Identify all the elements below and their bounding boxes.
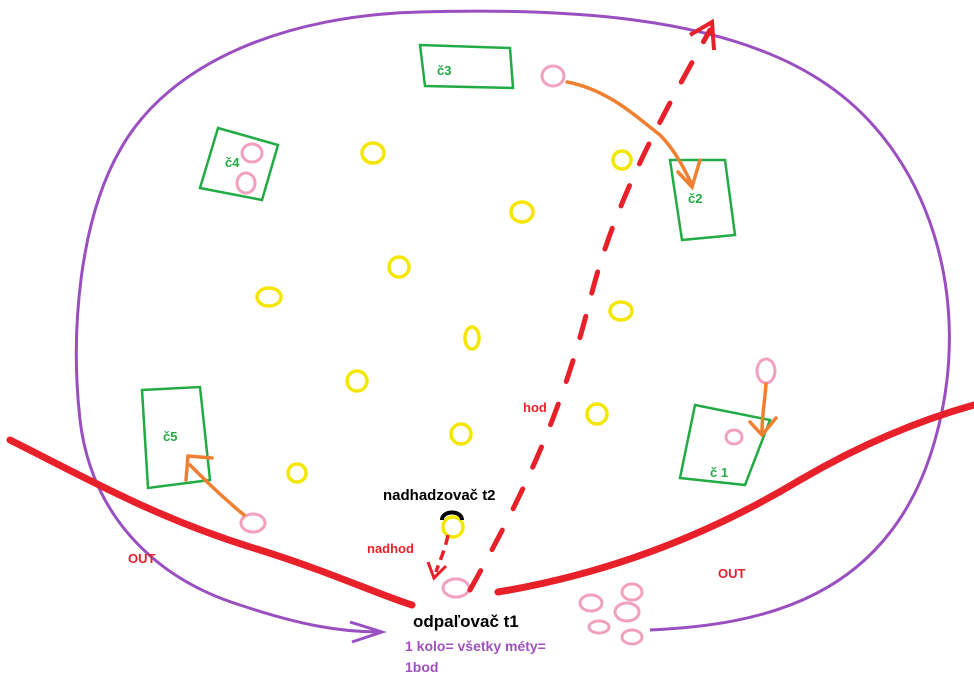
pitcher-marker — [440, 510, 464, 521]
fielder — [286, 462, 308, 484]
run-arrow-3-to-2 — [565, 80, 694, 187]
pitch-path — [434, 534, 450, 573]
runner — [578, 593, 604, 613]
base-3 — [418, 43, 515, 90]
run-arrow-to-5-head — [184, 454, 214, 482]
runner — [240, 142, 264, 164]
run-arrows — [184, 80, 778, 517]
runner — [239, 512, 267, 534]
rule-line-2: 1bod — [405, 659, 438, 675]
base-1 — [678, 403, 772, 487]
fielders — [255, 141, 634, 539]
rule-line-1: 1 kolo= všetky méty= — [405, 638, 546, 654]
field-outline-arrowhead — [349, 620, 387, 644]
out-right-label: OUT — [718, 566, 746, 581]
runner — [755, 357, 777, 385]
base-5 — [140, 385, 212, 490]
throw-label: hod — [523, 400, 547, 415]
pitch-label: nadhod — [367, 541, 414, 556]
fielder — [509, 200, 535, 224]
pitch-path-arrowhead — [426, 561, 448, 581]
runner — [587, 619, 611, 635]
foul-line-left — [6, 436, 416, 609]
fielder — [463, 325, 481, 351]
fielder — [387, 255, 411, 279]
base-2 — [668, 158, 737, 242]
batter-label: odpaľovač t1 — [413, 612, 519, 631]
pitcher-label: nadhadzovač t2 — [383, 487, 496, 504]
runner — [613, 601, 641, 623]
run-arrow-to-5 — [188, 463, 246, 517]
fielder — [611, 149, 633, 171]
run-arrow-to-1 — [760, 382, 768, 434]
fielder — [585, 402, 609, 426]
base-3-label: č3 — [437, 63, 451, 78]
fielder — [441, 515, 465, 539]
throw-path-arrowhead — [688, 18, 716, 51]
runners — [235, 64, 777, 646]
runner — [620, 628, 644, 646]
base-5-label: č5 — [163, 429, 177, 444]
runner — [235, 171, 257, 195]
fielder — [255, 286, 283, 308]
runner — [441, 577, 471, 599]
base-4-label: č4 — [225, 155, 240, 170]
fielder — [345, 369, 369, 393]
fielder — [608, 300, 634, 322]
run-arrow-to-1-head — [748, 416, 778, 438]
base-4 — [198, 126, 280, 202]
fielder — [449, 422, 473, 446]
base-1-label: č 1 — [710, 465, 728, 480]
runner — [724, 428, 744, 446]
runner — [620, 582, 644, 602]
base-2-label: č2 — [688, 191, 702, 206]
run-arrow-3-to-2-head — [676, 158, 702, 191]
out-left-label: OUT — [128, 551, 156, 566]
throw-path — [467, 27, 713, 593]
runner — [540, 64, 566, 88]
fielder — [360, 141, 386, 165]
foul-line-right — [494, 401, 974, 596]
field-outline — [74, 9, 951, 634]
